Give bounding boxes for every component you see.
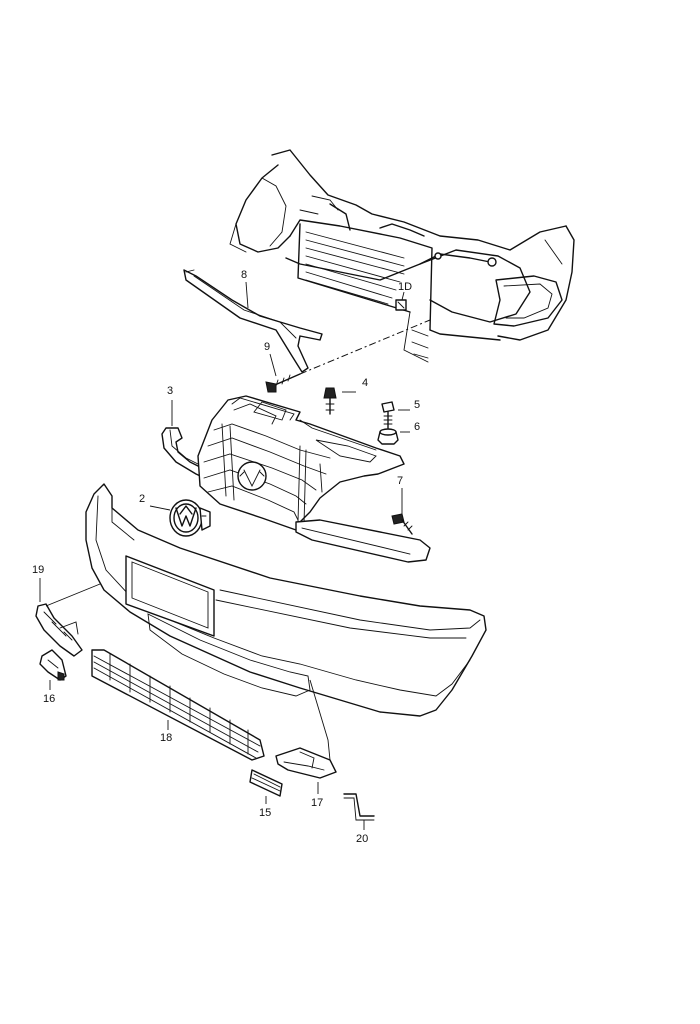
callout-19: 19 [32, 564, 44, 576]
callout-18: 18 [160, 732, 172, 744]
callout-8: 8 [241, 269, 247, 281]
bracket-part-19 [35, 583, 101, 657]
clip-fastener-part-4 [323, 387, 337, 415]
vehicle-front-end [229, 149, 575, 363]
callout-9: 9 [264, 341, 270, 353]
callout-4: 4 [362, 377, 368, 389]
radiator-grille [197, 395, 431, 563]
bolt-part-5 [381, 401, 395, 429]
callout-20: 20 [356, 833, 368, 845]
callout-labels: 1D 2 3 4 5 6 7 8 9 15 16 17 18 19 20 [32, 269, 420, 845]
leader-lines [39, 281, 410, 830]
screw-part-7 [391, 513, 413, 535]
upper-support-strip [183, 269, 323, 373]
callout-17: 17 [311, 797, 323, 809]
callout-7: 7 [397, 475, 403, 487]
callout-2: 2 [139, 493, 145, 505]
emblem-part-2 [169, 499, 211, 537]
callout-3: 3 [167, 385, 173, 397]
screw-part-9 [265, 373, 301, 393]
callout-1D: 1D [398, 281, 412, 293]
alignment-line [299, 319, 431, 375]
callout-15: 15 [259, 807, 271, 819]
trim-piece-part-16 [39, 649, 67, 681]
callout-16: 16 [43, 693, 55, 705]
grille-piece-part-15 [249, 769, 283, 797]
bumper-cover [85, 483, 487, 717]
bracket-part-20 [343, 793, 375, 821]
callout-6: 6 [414, 421, 420, 433]
lower-grille-insert [91, 649, 265, 761]
fog-lamp-cover-part-17 [275, 679, 337, 779]
rubber-buffer-part-6 [377, 428, 399, 445]
callout-5: 5 [414, 399, 420, 411]
